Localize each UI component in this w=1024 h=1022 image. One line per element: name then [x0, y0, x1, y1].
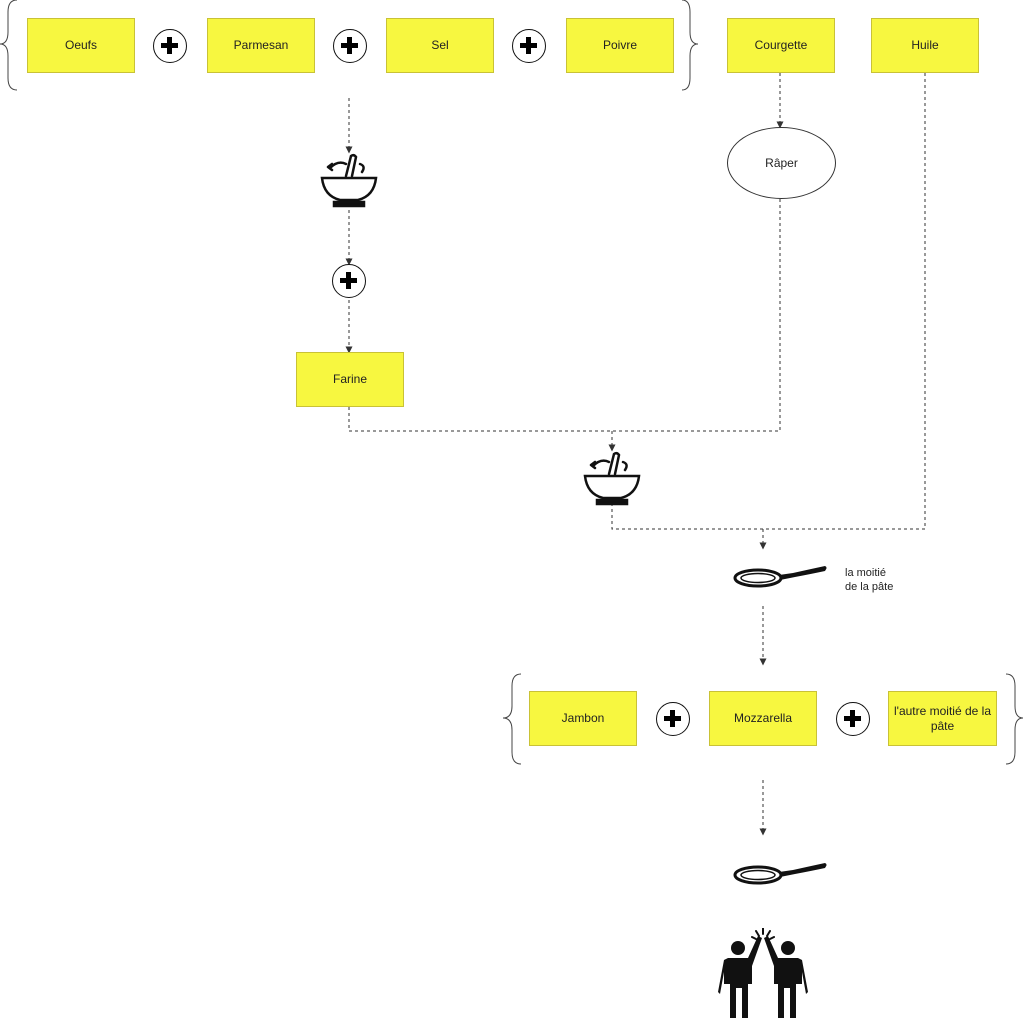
arrow-bowl-huile-to-pan: [611, 73, 926, 546]
ingredient-label: Poivre: [602, 38, 637, 52]
ingredient-courgette: Courgette: [727, 18, 835, 73]
ingredient-label: l'autre moitié de la pâte: [893, 703, 991, 733]
step-label: Râper: [765, 156, 798, 170]
note-line: de la pâte: [845, 581, 894, 593]
plus-icon: [836, 702, 870, 736]
ingredient-poivre: Poivre: [566, 18, 674, 73]
ingredient-label: Huile: [911, 38, 939, 52]
ingredient-label: Jambon: [561, 711, 605, 725]
plus-icon: [656, 702, 690, 736]
mixing-bowl-icon: [583, 451, 641, 506]
ingredient-label: Parmesan: [233, 38, 289, 52]
mixing-bowl-icon: [320, 153, 378, 208]
ingredient-farine: Farine: [296, 352, 404, 407]
ingredient-oeufs: Oeufs: [27, 18, 135, 73]
step-raper: Râper: [727, 127, 836, 199]
frying-pan-icon: [733, 863, 827, 885]
note-line: la moitié: [845, 567, 886, 579]
ingredient-label: Courgette: [754, 38, 808, 52]
ingredient-sel: Sel: [386, 18, 494, 73]
ingredient-label: Sel: [431, 38, 449, 52]
plus-icon: [512, 29, 546, 63]
ingredient-label: Oeufs: [64, 38, 97, 52]
ingredient-jambon: Jambon: [529, 691, 637, 746]
ingredient-mozzarella: Mozzarella: [709, 691, 817, 746]
arrow-farine-raper-to-bowl: [348, 199, 781, 448]
brace-bottom-right: [1005, 673, 1024, 765]
brace-bottom-left: [502, 673, 522, 765]
ingredient-other-half-batter: l'autre moitié de la pâte: [888, 691, 997, 746]
brace-top-left: [0, 0, 18, 91]
ingredient-parmesan: Parmesan: [207, 18, 315, 73]
brace-top-right: [681, 0, 699, 91]
ingredient-label: Farine: [332, 372, 367, 386]
frying-pan-icon: [733, 566, 827, 588]
plus-icon: [333, 29, 367, 63]
plus-icon: [153, 29, 187, 63]
ingredient-label: Mozzarella: [733, 711, 793, 725]
high-five-icon: [718, 928, 808, 1018]
plus-icon: [332, 264, 366, 298]
ingredient-huile: Huile: [871, 18, 979, 73]
half-batter-note: la moitié de la pâte: [845, 566, 893, 594]
